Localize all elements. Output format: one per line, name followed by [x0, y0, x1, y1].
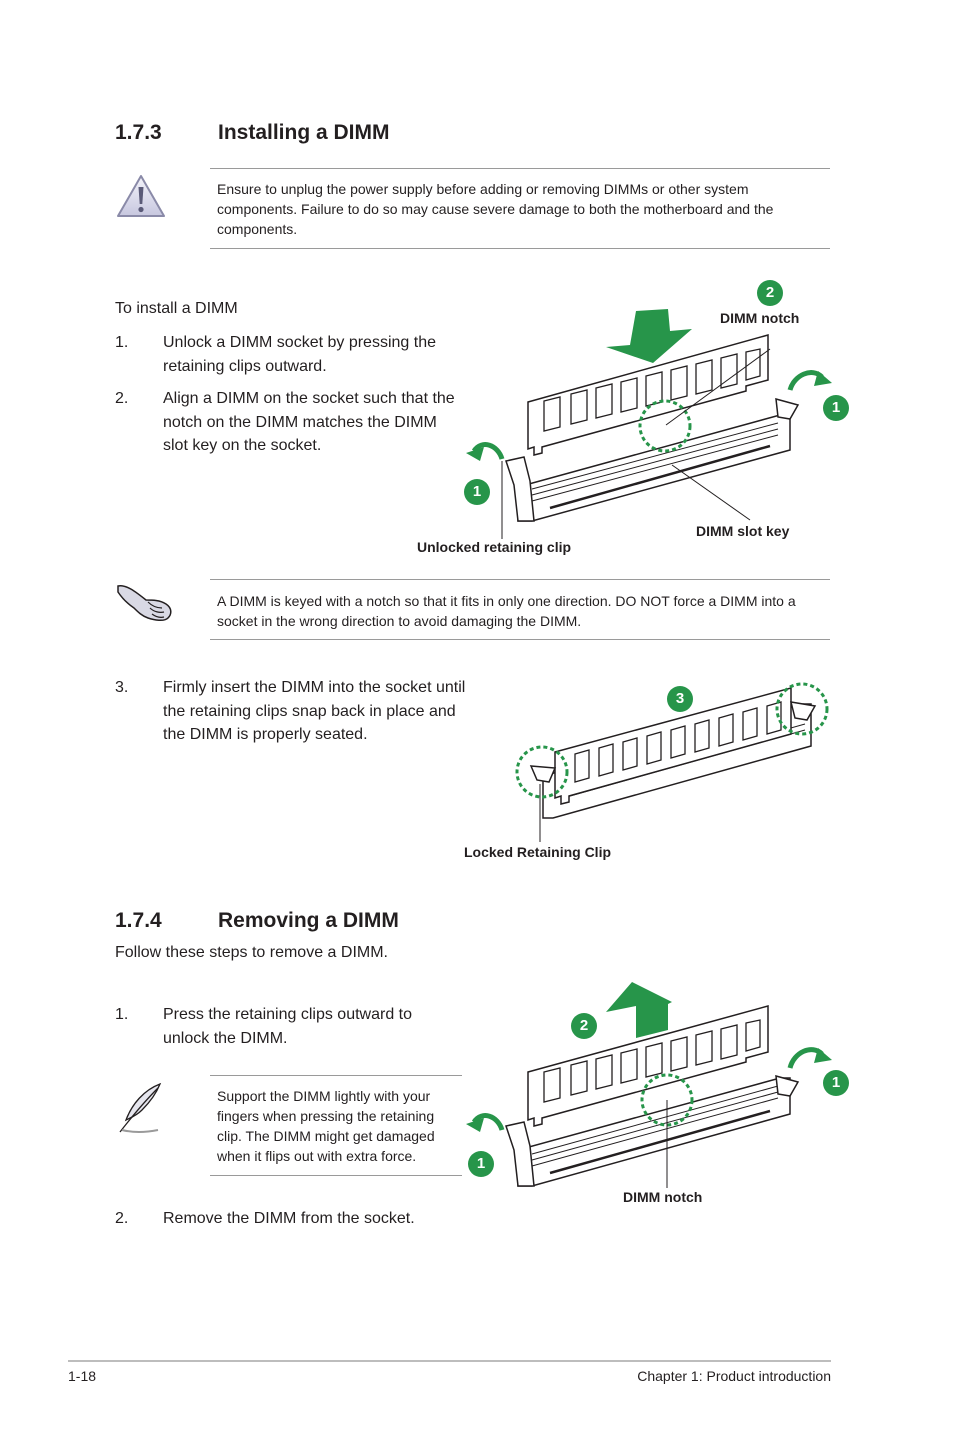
- step-badge-2: 2: [571, 1013, 597, 1039]
- figure-remove-dimm-svg: [466, 982, 832, 1188]
- support-note-text: Support the DIMM lightly with your finge…: [217, 1088, 435, 1164]
- label-dimm-slot-key: DIMM slot key: [696, 523, 790, 539]
- note-bottom-rule: [210, 639, 830, 640]
- label-unlocked-clip: Unlocked retaining clip: [417, 539, 572, 555]
- figure-remove-dimm: [460, 980, 840, 1200]
- install-intro: To install a DIMM: [115, 300, 238, 317]
- label-dimm-notch: DIMM notch: [720, 310, 800, 326]
- step-badge-2: 2: [757, 280, 783, 306]
- step-number: 2.: [115, 390, 129, 407]
- step-badge-3: 3: [667, 686, 693, 712]
- warning-icon: [116, 173, 166, 219]
- section-heading-install: 1.7.3 Installing a DIMM: [115, 121, 515, 147]
- figure-locked-dimm: [505, 672, 840, 844]
- footer-rule: [68, 1360, 831, 1362]
- section-title: Removing a DIMM: [218, 909, 399, 932]
- label-locked-clip: Locked Retaining Clip: [464, 844, 612, 860]
- chapter-title: Chapter 1: Product introduction: [637, 1368, 831, 1384]
- step-text: Unlock a DIMM socket by pressing the ret…: [163, 334, 436, 375]
- note-bottom-rule: [210, 248, 830, 249]
- section-number: 1.7.4: [115, 909, 162, 932]
- feather-pen-icon: [114, 1080, 164, 1136]
- step-number: 1.: [115, 1006, 129, 1023]
- figure-install-dimm: [460, 275, 840, 565]
- note-top-rule: [210, 1075, 462, 1076]
- step-number: 1.: [115, 334, 129, 351]
- step-number: 3.: [115, 679, 129, 696]
- remove-intro: Follow these steps to remove a DIMM.: [115, 944, 388, 961]
- step-text: Align a DIMM on the socket such that the…: [163, 390, 455, 454]
- note-top-rule: [210, 168, 830, 169]
- section-heading-remove: 1.7.4 Removing a DIMM: [115, 909, 515, 935]
- step-text: Remove the DIMM from the socket.: [163, 1210, 415, 1227]
- figure-locked-dimm-svg: [515, 682, 829, 844]
- section-title: Installing a DIMM: [218, 121, 390, 144]
- warning-note-text: Ensure to unplug the power supply before…: [217, 181, 774, 237]
- caution-note-text: A DIMM is keyed with a notch so that it …: [217, 593, 796, 629]
- step-badge-1-left: 1: [464, 479, 490, 505]
- figure-install-dimm-svg: [466, 309, 832, 539]
- note-bottom-rule: [210, 1175, 462, 1176]
- page-number: 1-18: [68, 1368, 97, 1384]
- label-dimm-notch: DIMM notch: [623, 1189, 703, 1205]
- section-number: 1.7.3: [115, 121, 162, 144]
- step-text: Firmly insert the DIMM into the socket u…: [163, 679, 466, 743]
- step-badge-1-left: 1: [468, 1151, 494, 1177]
- note-top-rule: [210, 579, 830, 580]
- step-badge-1-right: 1: [823, 395, 849, 421]
- step-badge-1-right: 1: [823, 1070, 849, 1096]
- step-number: 2.: [115, 1210, 129, 1227]
- hand-icon: [114, 578, 176, 624]
- step-text: Press the retaining clips outward to unl…: [163, 1006, 413, 1047]
